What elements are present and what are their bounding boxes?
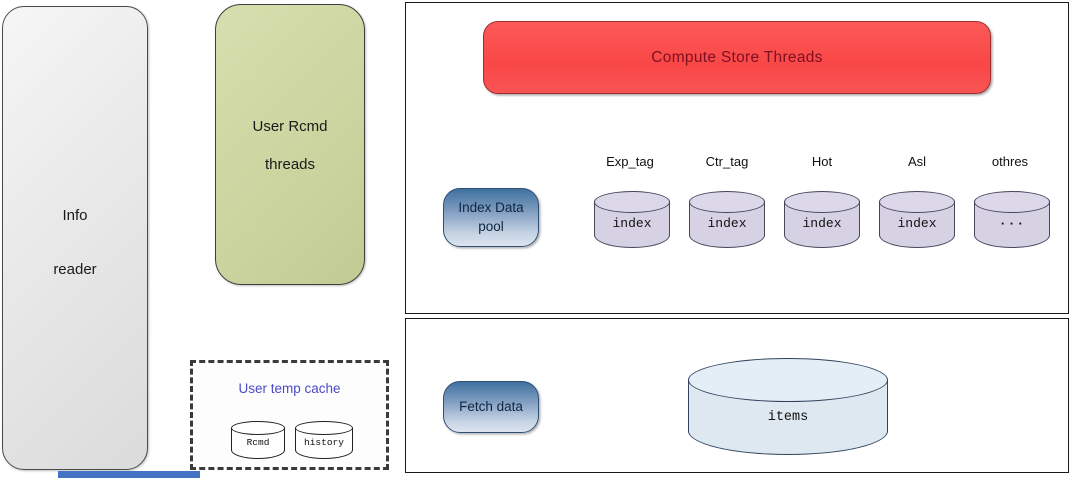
index-cylinder-label: index <box>707 216 747 231</box>
index-cylinder-label: index <box>612 216 652 231</box>
index-data-pool-box: Index Data pool <box>443 188 539 247</box>
index-cylinder-asl: index <box>879 191 955 248</box>
compute-store-threads-box: Compute Store Threads <box>483 21 991 94</box>
column-label-ctr-tag: Ctr_tag <box>705 154 749 169</box>
history-cylinder: history <box>295 421 353 459</box>
index-data-pool-line2: pool <box>478 218 504 234</box>
items-cylinder: items <box>688 358 888 455</box>
info-reader-box: Info reader <box>2 6 148 470</box>
fetch-data-box: Fetch data <box>443 381 539 433</box>
index-cylinder-ctr-tag: index <box>689 191 765 248</box>
user-rcmd-label-line1: User Rcmd <box>252 118 328 135</box>
compute-store-threads-label: Compute Store Threads <box>651 48 823 66</box>
index-cylinder-hot: index <box>784 191 860 248</box>
rcmd-cylinder-lid <box>231 421 285 435</box>
index-cylinder-ellipsis-label: ··· <box>998 216 1026 231</box>
index-cylinder-others: ··· <box>974 191 1050 248</box>
rcmd-cylinder-label: Rcmd <box>246 437 270 448</box>
cylinder-lid <box>974 191 1050 213</box>
cylinder-lid <box>879 191 955 213</box>
column-label-hot: Hot <box>811 154 833 169</box>
cylinder-lid <box>594 191 670 213</box>
index-data-pool-line1: Index Data <box>458 200 524 216</box>
info-reader-label-line2: reader <box>53 261 97 278</box>
index-cylinder-label: index <box>802 216 842 231</box>
user-rcmd-threads-box: User Rcmd threads <box>215 4 365 285</box>
index-cylinder-label: index <box>897 216 937 231</box>
index-cylinder-exp-tag: index <box>594 191 670 248</box>
history-cylinder-lid <box>295 421 353 435</box>
items-cylinder-label: items <box>767 410 809 425</box>
cylinder-lid <box>784 191 860 213</box>
column-label-exp-tag: Exp_tag <box>606 154 654 169</box>
cylinder-lid <box>688 358 888 402</box>
history-cylinder-label: history <box>304 437 344 448</box>
cylinder-lid <box>689 191 765 213</box>
fetch-data-label: Fetch data <box>459 398 523 414</box>
column-label-othres: othres <box>991 154 1029 169</box>
column-label-asl: Asl <box>907 154 927 169</box>
bottom-blue-strip <box>58 471 200 478</box>
info-reader-label-line1: Info <box>62 207 88 224</box>
user-temp-cache-title: User temp cache <box>238 381 341 396</box>
user-rcmd-label-line2: threads <box>264 156 316 173</box>
user-temp-cache-box: User temp cache Rcmd history <box>190 360 389 470</box>
rcmd-cylinder: Rcmd <box>231 421 285 459</box>
